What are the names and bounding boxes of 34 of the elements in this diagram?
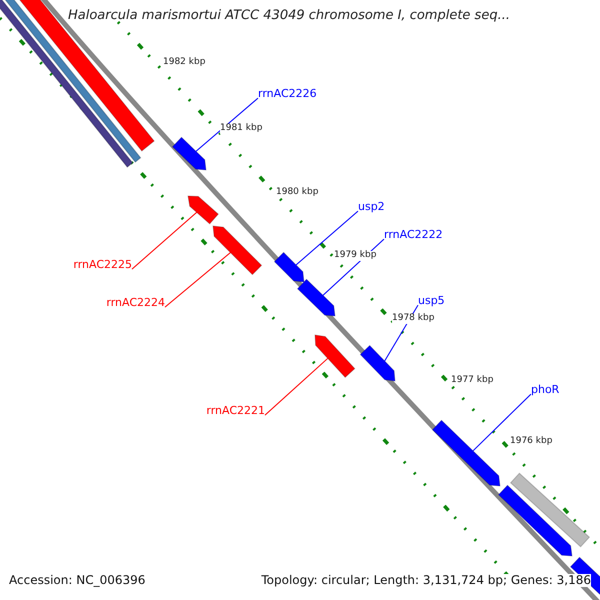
gene-block [510, 472, 590, 548]
gene-label: phoR [531, 384, 560, 396]
gene-label: usp5 [418, 295, 445, 308]
tick-label: 1978 kbp [392, 314, 434, 324]
gene-label: rrnAC2226 [258, 88, 317, 100]
gene-block [314, 334, 356, 378]
gene-block [360, 344, 396, 382]
gene-label: rrnAC2222 [384, 229, 443, 242]
gene-label: usp2 [358, 201, 385, 214]
gene-block [212, 225, 262, 276]
gene-label: rrnAC2224 [106, 297, 165, 310]
tick-label: 1977 kbp [451, 376, 494, 386]
gene-block [172, 136, 207, 171]
tick-label: 1976 kbp [510, 437, 552, 447]
tick-label: 1980 kbp [276, 188, 318, 198]
map-title: Haloarcula marismortui ATCC 43049 chromosome I, complete seq... [68, 9, 510, 24]
leader-line [472, 394, 532, 452]
leader-line [296, 210, 358, 266]
leader-line [195, 98, 258, 152]
leader-line [264, 358, 328, 416]
gene-block [498, 484, 573, 557]
gene-block [274, 252, 305, 283]
gene-label: rrnAC2221 [206, 405, 265, 418]
gene-block [432, 420, 501, 487]
leader-line [164, 252, 231, 308]
tick-label: 1982 kbp [163, 58, 206, 68]
gene-block [296, 278, 336, 317]
genome-stats-text: Topology: circular; Length: 3,131,724 bp; Genes: 3,186 [261, 574, 591, 588]
gene-label: rrnAC2225 [73, 259, 132, 272]
leader-line [132, 212, 198, 270]
accession-text: Accession: NC_006396 [9, 574, 146, 588]
tick-label: 1979 kbp [334, 251, 376, 261]
tick-label: 1981 kbp [220, 124, 262, 134]
gene-block [187, 195, 219, 225]
